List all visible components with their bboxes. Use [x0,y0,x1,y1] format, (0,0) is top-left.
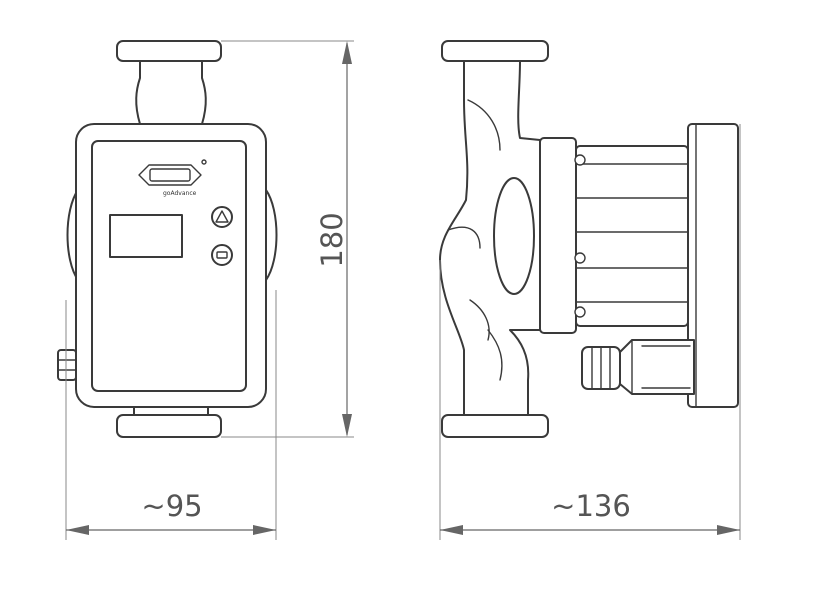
mode-button [211,206,233,228]
front-upper-neck [135,60,207,125]
side-control-box [687,123,739,408]
side-cable-gland [581,339,695,395]
dimension-lines [65,40,741,540]
side-rotor-window [493,177,535,295]
side-pump-body [439,60,541,416]
side-bottom-flange [441,414,549,438]
front-bottom-flange [116,414,222,438]
side-width-dimension-label: ~136 [551,489,631,523]
side-top-flange [441,40,549,62]
side-motor-collar [539,137,577,334]
front-right-bulge [265,189,278,281]
side-view [439,40,739,438]
display-window [109,214,183,258]
side-motor-body [575,145,689,327]
front-top-flange [116,40,222,62]
front-width-dimension-label: ~95 [141,489,202,523]
logo-tagline: goAdvance [163,190,197,197]
height-dimension-label: 180 [315,212,349,267]
front-control-panel [91,140,247,392]
front-cable-gland [57,349,77,381]
brand-logo [138,159,207,186]
front-view: goAdvance [57,40,278,438]
power-button [211,244,233,266]
